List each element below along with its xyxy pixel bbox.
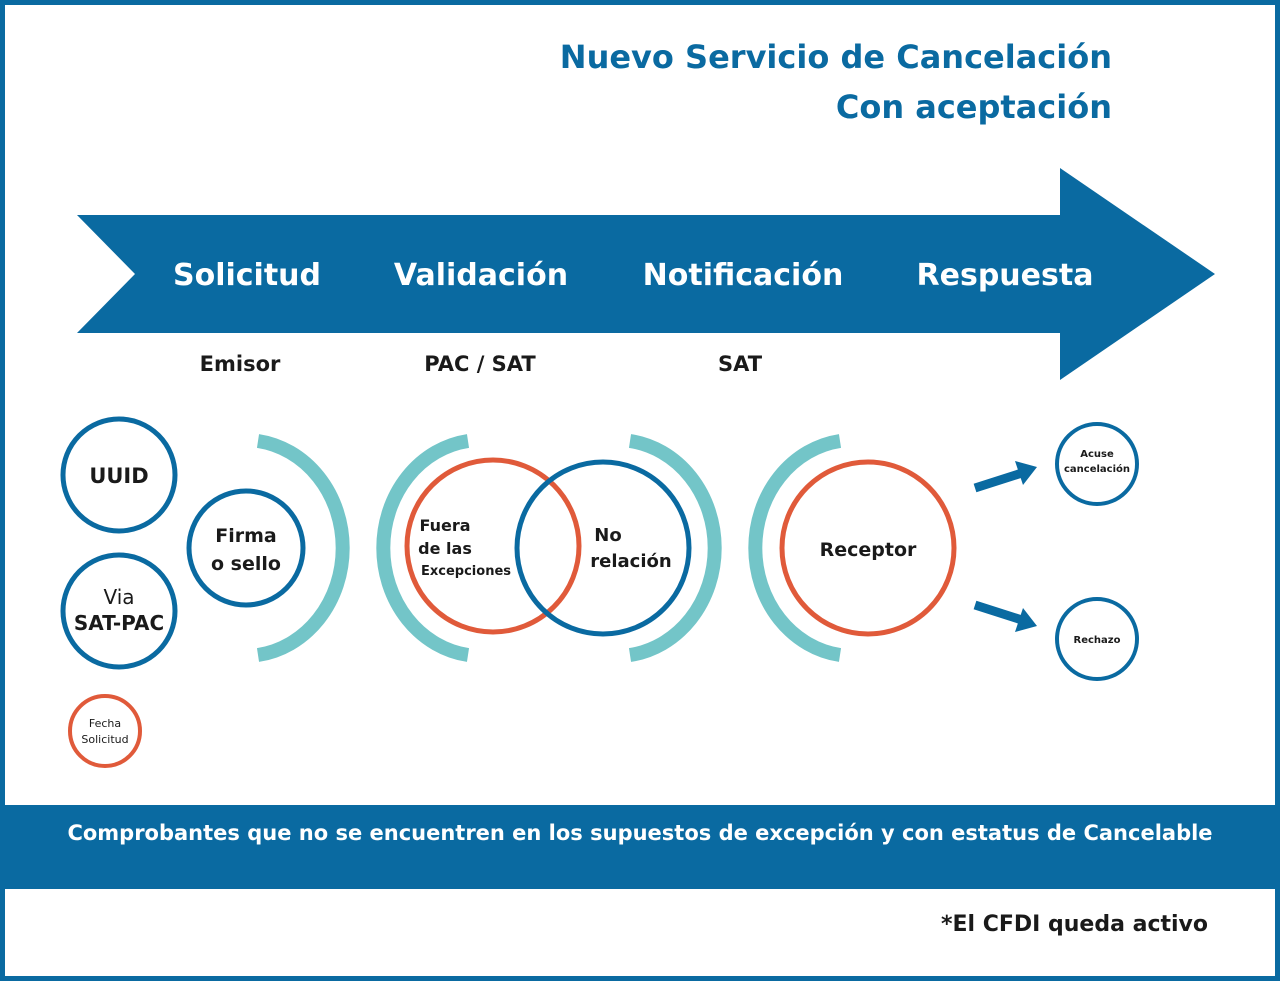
condition-text: Comprobantes que no se encuentren en los… bbox=[67, 821, 1213, 845]
firma-sello-circle bbox=[186, 488, 306, 608]
rechazo-circle bbox=[1055, 597, 1139, 681]
condition-band: Comprobantes que no se encuentren en los… bbox=[5, 805, 1275, 889]
fuera-label: Fuera bbox=[419, 516, 470, 535]
de-las-label: de las bbox=[418, 539, 472, 558]
arrow-to-acuse bbox=[973, 461, 1037, 493]
acuse-cancelacion-circle bbox=[1055, 422, 1139, 506]
stage-validacion: Validación bbox=[394, 258, 568, 293]
stage-respuesta: Respuesta bbox=[917, 258, 1094, 293]
actor-emisor: Emisor bbox=[200, 352, 281, 376]
via-sat-pac-circle bbox=[60, 552, 178, 670]
teal-arc-notificacion-left bbox=[748, 434, 842, 662]
teal-arc-solicitud-right bbox=[256, 434, 350, 662]
stage-solicitud: Solicitud bbox=[173, 258, 321, 293]
actor-pac-sat: PAC / SAT bbox=[424, 352, 536, 376]
stage-notificacion: Notificación bbox=[643, 258, 844, 293]
solicitud-label: Solicitud bbox=[81, 733, 128, 746]
teal-arc-validacion-left bbox=[376, 434, 470, 662]
excepciones-label: Excepciones bbox=[421, 564, 511, 579]
title-line-1: Nuevo Servicio de Cancelación bbox=[559, 38, 1112, 76]
fecha-solicitud-circle bbox=[68, 694, 142, 768]
via-label: Via bbox=[103, 585, 134, 609]
fecha-label: Fecha bbox=[89, 717, 121, 730]
o-sello-label: o sello bbox=[211, 553, 281, 575]
no-relacion-circle bbox=[514, 459, 692, 637]
sat-pac-label: SAT-PAC bbox=[74, 611, 164, 635]
cancelacion-label: cancelación bbox=[1064, 463, 1130, 475]
uuid-circle bbox=[60, 416, 178, 534]
actor-sat: SAT bbox=[718, 352, 763, 376]
teal-arc-notificacion-right bbox=[628, 434, 722, 662]
rechazo-label: Rechazo bbox=[1074, 635, 1121, 646]
arrow-to-rechazo bbox=[973, 600, 1037, 632]
no-label: No bbox=[594, 525, 621, 546]
relacion-label: relación bbox=[590, 551, 671, 572]
footnote: *El CFDI queda activo bbox=[941, 912, 1208, 937]
receptor-label: Receptor bbox=[820, 539, 917, 561]
acuse-label: Acuse bbox=[1080, 449, 1114, 460]
title-line-2: Con aceptación bbox=[835, 88, 1112, 126]
receptor-circle bbox=[779, 459, 957, 637]
uuid-label: UUID bbox=[89, 464, 148, 488]
fuera-excepciones-circle bbox=[404, 457, 582, 635]
firma-label: Firma bbox=[215, 525, 276, 547]
process-arrow bbox=[77, 168, 1215, 380]
